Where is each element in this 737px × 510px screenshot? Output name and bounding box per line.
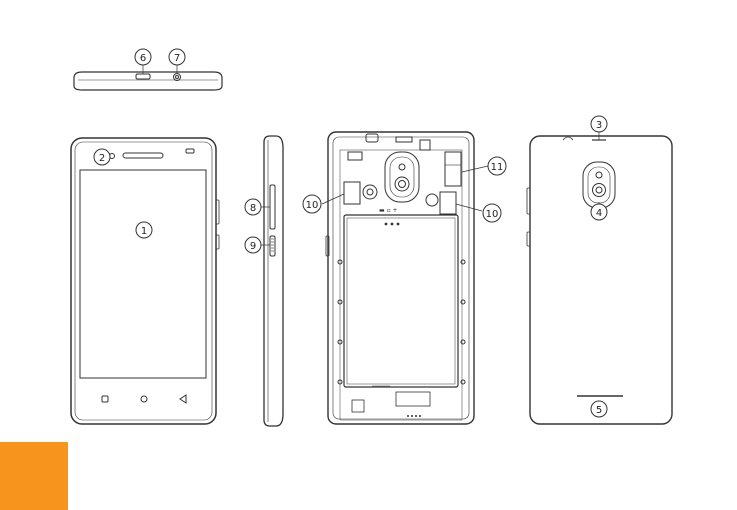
headphone-jack [174, 74, 181, 81]
svg-text:3: 3 [596, 120, 602, 131]
callout-10-right: 10 [483, 204, 501, 222]
svg-text:7: 7 [174, 53, 180, 64]
callout-8: 8 [245, 199, 261, 215]
phone-front-view [71, 138, 219, 424]
phone-side-view [261, 136, 283, 426]
flash-led [596, 172, 602, 178]
callout-1: 1 [136, 222, 152, 238]
callout-7: 7 [169, 49, 185, 65]
callout-4: 4 [591, 204, 607, 220]
phone-open-back-view: ▬ ▫ + [322, 132, 488, 424]
svg-text:2: 2 [99, 153, 105, 164]
callout-3: 3 [591, 116, 607, 132]
earpiece [123, 153, 163, 158]
svg-text:5: 5 [596, 405, 602, 416]
phone-top-view [74, 65, 222, 90]
svg-text:10: 10 [306, 200, 319, 211]
svg-text:9: 9 [250, 241, 256, 252]
sd-card-slot [445, 152, 461, 186]
callout-6: 6 [135, 49, 151, 65]
callout-2: 2 [94, 149, 110, 165]
battery [344, 215, 458, 387]
svg-text:4: 4 [596, 208, 602, 219]
rear-camera-lens [593, 184, 606, 197]
proximity-sensor [186, 149, 194, 153]
circle-nav-icon [141, 396, 147, 402]
svg-text:6: 6 [140, 53, 146, 64]
usb-port [136, 74, 150, 79]
callout-10-left: 10 [303, 195, 321, 213]
volume-key [270, 185, 275, 229]
display-area [80, 170, 206, 378]
sim-slot-left [344, 182, 360, 204]
sim-slot-right [440, 192, 456, 214]
svg-text:▬ ▫ +: ▬ ▫ + [379, 207, 398, 214]
svg-text:10: 10 [486, 209, 499, 220]
svg-text:11: 11 [491, 162, 504, 173]
phone-back-view [527, 131, 672, 424]
svg-text:8: 8 [250, 203, 256, 214]
svg-text:1: 1 [141, 226, 147, 237]
callout-9: 9 [245, 237, 261, 253]
callout-11: 11 [488, 157, 506, 175]
triangle-nav-icon [180, 395, 186, 403]
square-nav-icon [102, 396, 108, 402]
callout-5: 5 [591, 401, 607, 417]
